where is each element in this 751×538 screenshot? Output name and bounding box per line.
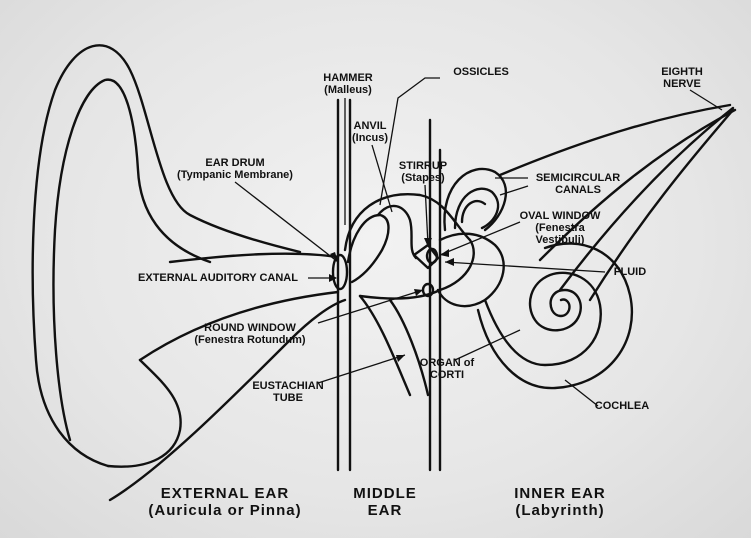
section-inner-ear: INNER EAR (Labyrinth) (490, 485, 630, 519)
label-cochlea: COCHLEA (594, 400, 650, 412)
label-stirrup-latin: (Stapes) (401, 172, 445, 184)
eighth-nerve-upper (498, 103, 732, 177)
arrow-oval-window (440, 249, 449, 257)
label-stirrup: STIRRUP (Stapes) (390, 160, 456, 184)
leader-semicircular-2 (499, 185, 529, 196)
hammer-bone (346, 213, 390, 284)
leader-stirrup (424, 184, 429, 246)
eustachian-tube-lower (388, 298, 430, 397)
arrow-round-window (414, 289, 423, 296)
eighth-nerve-lower (538, 108, 737, 262)
label-fluid: FLUID (613, 266, 647, 278)
section-middle-ear: MIDDLE EAR (353, 485, 417, 519)
leader-anvil (371, 144, 393, 213)
section-external-ear: EXTERNAL EAR (Auricula or Pinna) (120, 485, 330, 519)
eustachian-tube-upper (358, 294, 412, 397)
leader-round-window (317, 289, 424, 324)
label-ossicles: OSSICLES (453, 66, 509, 78)
leader-oval-window (439, 221, 521, 256)
cochlea-outer (476, 242, 634, 390)
label-round-window: ROUND WINDOW (Fenestra Rotundum) (185, 322, 315, 346)
leader-fluid (444, 261, 606, 273)
earlobe (106, 358, 182, 468)
section-external-ear-sub: (Auricula or Pinna) (148, 502, 302, 519)
arrow-stirrup (424, 238, 432, 247)
head-contour (108, 298, 347, 502)
anvil-bone (376, 204, 418, 260)
semicircular-canal-3 (460, 199, 487, 224)
vestibule (436, 232, 505, 308)
semicircular-canal-1 (443, 167, 507, 232)
leader-organ-of-corti (454, 329, 521, 361)
canal-lower-wall (138, 290, 340, 362)
label-hammer-latin: (Malleus) (324, 84, 372, 96)
label-organ-of-corti: ORGAN of CORTI (419, 357, 475, 381)
label-semicircular-canals: SEMICIRCULAR CANALS (535, 172, 621, 196)
arrow-ear-drum (330, 252, 338, 262)
nerve-fiber-1 (558, 106, 735, 292)
ear-drum-shape (331, 253, 349, 291)
arrow-eustachian (396, 355, 405, 362)
leader-eustachian (317, 354, 406, 384)
pinna-outline (31, 44, 302, 468)
leader-ossicles (379, 77, 440, 206)
leader-cochlea (564, 379, 599, 407)
label-ear-drum-latin: (Tympanic Membrane) (177, 169, 293, 181)
label-ear-drum: EAR DRUM (Tympanic Membrane) (170, 157, 300, 181)
cochlea-spiral (483, 271, 602, 367)
pinna-inner-fold (52, 78, 212, 442)
arrow-external-canal (329, 274, 337, 282)
leader-eighth-nerve (689, 89, 723, 111)
label-eustachian-tube: EUSTACHIAN TUBE (252, 380, 324, 404)
label-eighth-nerve: EIGHTH NERVE (661, 66, 703, 90)
label-hammer: HAMMER (Malleus) (318, 72, 378, 96)
label-oval-window-latin-1: (Fenestra (535, 222, 585, 234)
semicircular-canal-2 (453, 187, 500, 230)
nerve-fiber-2 (588, 108, 735, 302)
oval-window-shape (425, 247, 439, 265)
label-anvil: ANVIL (Incus) (345, 120, 395, 144)
label-oval-window: OVAL WINDOW (Fenestra Vestibuli) (515, 210, 605, 246)
leader-ear-drum (234, 181, 339, 263)
label-anvil-latin: (Incus) (351, 132, 389, 144)
label-external-auditory-canal: EXTERNAL AUDITORY CANAL (138, 272, 298, 284)
label-oval-window-latin-2: Vestibuli) (535, 234, 585, 246)
arrow-fluid (445, 258, 454, 266)
section-inner-ear-sub: (Labyrinth) (515, 502, 605, 519)
label-round-window-latin: (Fenestra Rotundum) (194, 334, 306, 346)
canal-upper-wall (168, 252, 340, 264)
middle-ear-cavity (343, 193, 475, 300)
